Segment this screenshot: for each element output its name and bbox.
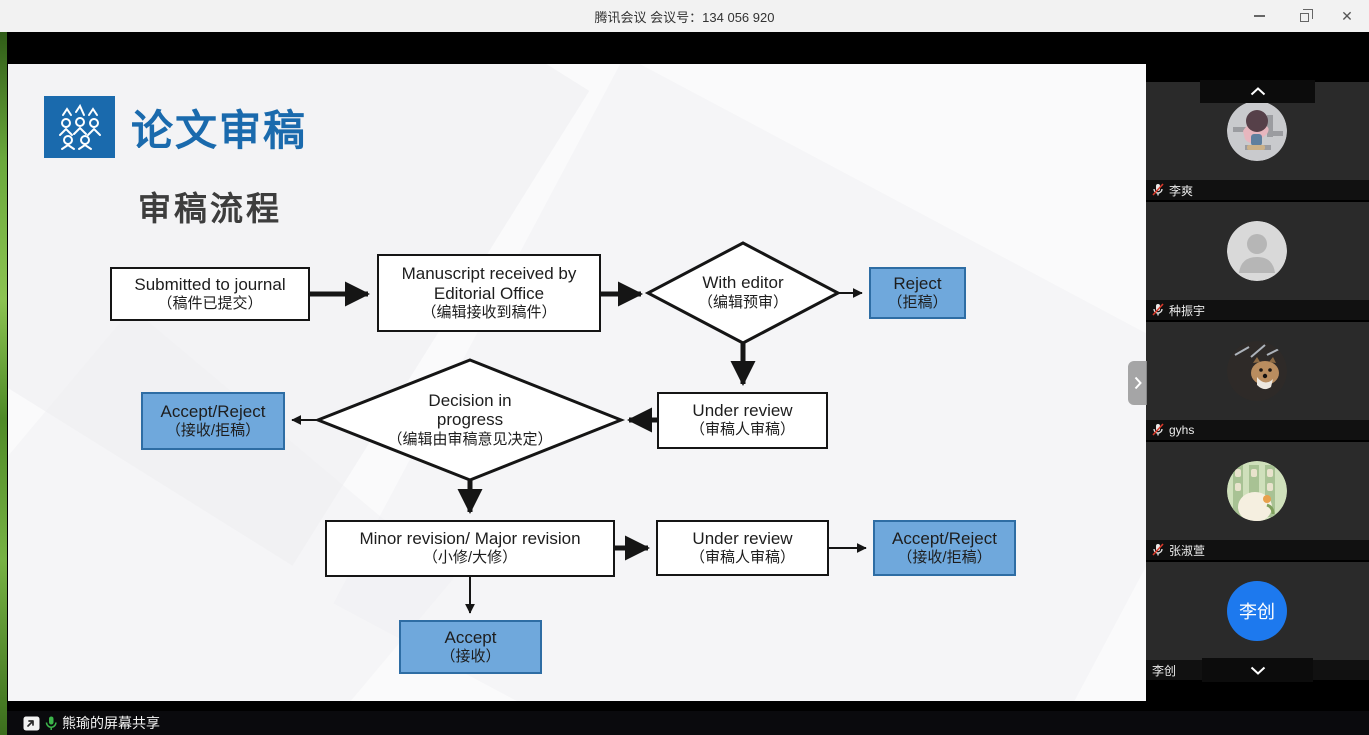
flow-node-reject: Reject （拒稿）	[869, 267, 966, 319]
avatar	[1227, 101, 1287, 161]
taskbar[interactable]: 熊瑜的屏幕共享	[7, 711, 1369, 735]
scroll-down-button[interactable]	[1202, 658, 1313, 682]
active-mic-icon	[45, 716, 57, 730]
flow-node-under-review-2: Under review （审稿人审稿）	[656, 520, 829, 576]
flow-node-accept: Accept （接收）	[399, 620, 542, 674]
slide-brand-row: 论文审稿	[44, 96, 307, 158]
participant-name: 李创	[1152, 663, 1177, 678]
flow-node-accept-reject-2: Accept/Reject （接收/拒稿）	[873, 520, 1016, 576]
avatar	[1227, 341, 1287, 401]
flow-node-submitted: Submitted to journal （稿件已提交）	[110, 267, 310, 321]
participant-tile[interactable]: 种振宇	[1146, 202, 1369, 320]
participant-tile[interactable]: gyhs	[1146, 322, 1369, 440]
muted-mic-icon	[1152, 303, 1164, 316]
chevron-up-icon	[1250, 87, 1265, 96]
chevron-down-icon	[1250, 666, 1265, 675]
participant-namebar: gyhs	[1146, 420, 1369, 440]
participant-tile[interactable]: 李创 李创	[1146, 562, 1369, 680]
participant-name: 张淑萱	[1169, 543, 1206, 558]
flowchart-connectors	[291, 241, 867, 614]
flow-node-under-review-1: Under review （审稿人审稿）	[657, 392, 828, 449]
sidebar-collapse-handle[interactable]	[1128, 361, 1147, 405]
participant-namebar: 李爽	[1146, 180, 1369, 200]
shared-screen-slide: 论文审稿 审稿流程 Submitted to journal	[8, 64, 1146, 701]
participant-name: 种振宇	[1169, 303, 1206, 318]
muted-mic-icon	[1152, 543, 1164, 556]
flow-node-received: Manuscript received by Editorial Office …	[377, 254, 601, 332]
participant-name: 李爽	[1169, 183, 1194, 198]
close-button[interactable]: ✕	[1325, 0, 1369, 32]
slide-heading: 审稿流程	[138, 190, 282, 227]
slide-brand-title: 论文审稿	[131, 106, 308, 154]
flow-node-revision: Minor revision/ Major revision （小修/大修）	[325, 520, 615, 577]
window-controls: ✕	[1237, 0, 1369, 32]
avatar-text: 李创	[1239, 602, 1275, 622]
participant-namebar: 张淑萱	[1146, 540, 1369, 560]
participant-name: gyhs	[1169, 423, 1195, 437]
participants-sidebar: 李爽 种振宇	[1146, 32, 1369, 711]
flow-node-accept-reject-1: Accept/Reject （接收/拒稿）	[141, 392, 285, 450]
screen-share-icon	[23, 716, 40, 730]
participant-namebar: 种振宇	[1146, 300, 1369, 320]
desktop-wallpaper-strip	[0, 32, 7, 735]
journal-group-logo-icon	[44, 96, 115, 158]
screen-share-label: 熊瑜的屏幕共享	[62, 715, 160, 731]
minimize-button[interactable]	[1237, 0, 1281, 32]
window-titlebar[interactable]: 腾讯会议 会议号：134 056 920 ✕	[0, 0, 1369, 32]
restore-button[interactable]	[1281, 0, 1325, 32]
avatar	[1227, 461, 1287, 521]
muted-mic-icon	[1152, 423, 1164, 436]
participant-tile[interactable]: 张淑萱	[1146, 442, 1369, 560]
scroll-up-button[interactable]	[1200, 80, 1315, 103]
avatar-default-icon	[1227, 221, 1287, 281]
screen-share-indicator[interactable]: 熊瑜的屏幕共享	[23, 713, 160, 733]
flow-node-with-editor: With editor （编辑预审）	[697, 273, 788, 312]
avatar-initials: 李创	[1227, 581, 1287, 641]
meeting-title: 腾讯会议 会议号：134 056 920	[594, 9, 775, 25]
minimize-icon	[1253, 15, 1265, 17]
flow-node-decision: Decision in progress （编辑由审稿意见决定）	[387, 390, 553, 448]
muted-mic-icon	[1152, 183, 1164, 196]
restore-icon	[1300, 9, 1313, 22]
chevron-right-icon	[1134, 376, 1142, 390]
